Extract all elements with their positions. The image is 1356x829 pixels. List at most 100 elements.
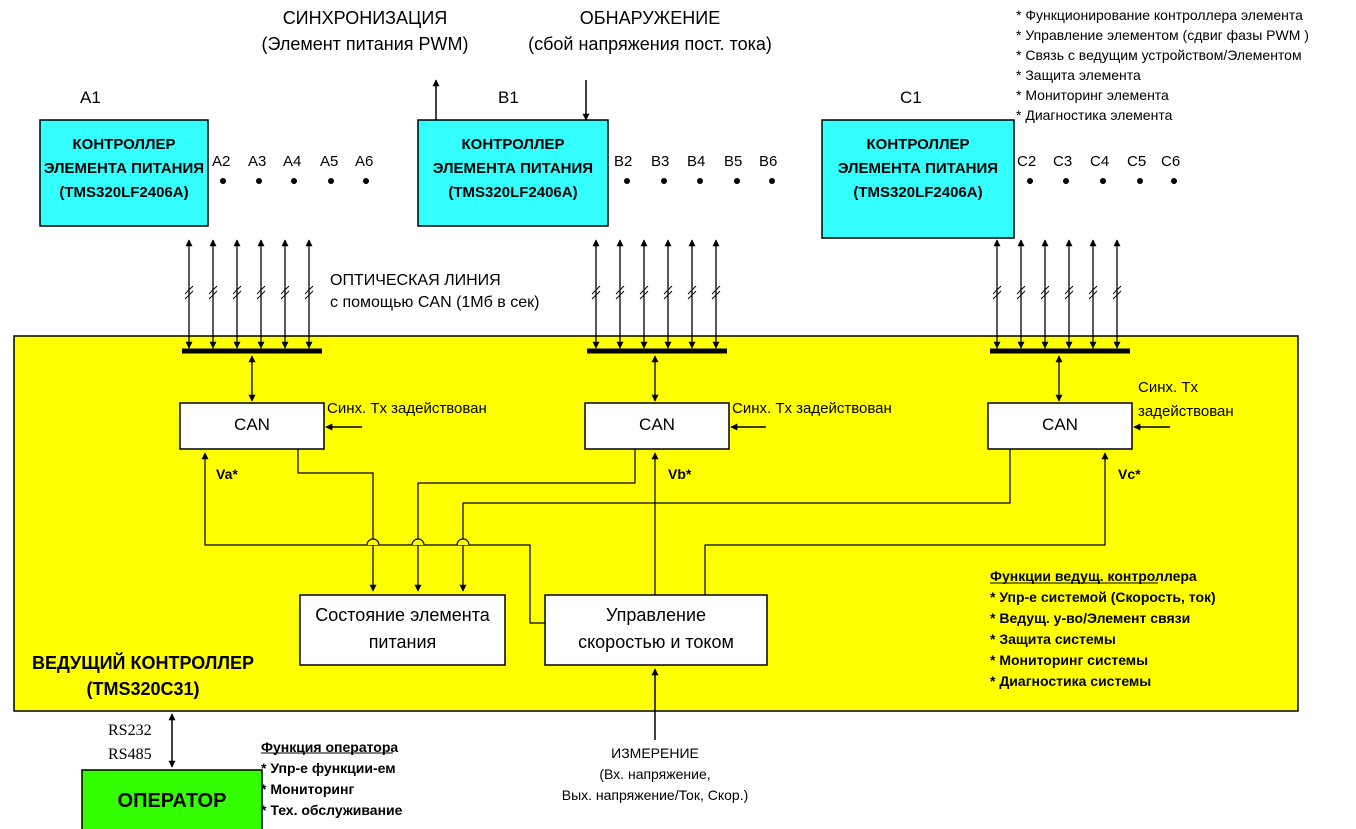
optical-link-slash xyxy=(1088,290,1098,300)
measurement-label: ИЗМЕРЕНИЕ (Вх. напряжение, Вых. напряжен… xyxy=(562,743,749,806)
operator-function-item: * Упр-е функции-ем xyxy=(261,760,396,776)
cell-label-a6: A6 xyxy=(355,153,374,170)
cell-label-c3: C3 xyxy=(1053,153,1073,170)
sync-tx-c-label: Синх. Tx задействован xyxy=(1138,376,1234,424)
cell-label-b2: B2 xyxy=(614,153,633,170)
optical-link-slash xyxy=(304,290,314,300)
controller-subtitle: ЭЛЕМЕНТА ПИТАНИЯ xyxy=(43,160,205,177)
optical-link-label: ОПТИЧЕСКАЯ ЛИНИЯ с помощью CAN (1Мб в се… xyxy=(330,270,539,314)
sync-title: СИНХРОНИЗАЦИЯ xyxy=(282,8,448,28)
optical-link-slash xyxy=(615,290,625,300)
optical-link-slash xyxy=(280,290,290,300)
controller-subtitle: ЭЛЕМЕНТА ПИТАНИЯ xyxy=(837,160,999,177)
optical-link-slash xyxy=(1040,285,1050,295)
master-controller-title: ВЕДУЩИЙ КОНТРОЛЛЕР (TMS320C31) xyxy=(32,650,254,702)
can-a-label: CAN xyxy=(234,415,270,434)
state-box-line: Состояние элемента xyxy=(315,605,490,625)
master-title-line: ВЕДУЩИЙ КОНТРОЛЛЕР xyxy=(32,653,255,673)
cell-label-c2: C2 xyxy=(1017,153,1037,170)
optical-link-slash xyxy=(1064,285,1074,295)
cell-label-a5: A5 xyxy=(320,153,339,170)
serial-rs232: RS232 xyxy=(108,722,152,739)
optical-link-slash xyxy=(711,285,721,295)
operator-box xyxy=(81,769,263,829)
control-box-line: скоростью и током xyxy=(578,632,734,652)
master-function-item: * Мониторинг системы xyxy=(990,652,1149,668)
cell-controller-a-label: КОНТРОЛЛЕР ЭЛЕМЕНТА ПИТАНИЯ (TMS320LF240… xyxy=(40,133,208,205)
optical-link-slash xyxy=(663,285,673,295)
controller-title: КОНТРОЛЛЕР xyxy=(866,136,970,153)
can-a-box xyxy=(179,402,325,450)
controller-title: КОНТРОЛЛЕР xyxy=(72,136,176,153)
detect-label: ОБНАРУЖЕНИЕ (сбой напряжения пост. тока) xyxy=(528,8,772,55)
cell-label-b5: B5 xyxy=(724,153,743,170)
optical-link-slash xyxy=(992,285,1002,295)
optical-link-slash xyxy=(1112,290,1122,300)
optical-link-slash xyxy=(256,285,266,295)
optical-link-slash xyxy=(304,285,314,295)
optical-link-slash xyxy=(208,290,218,300)
optical-link-slash xyxy=(639,285,649,295)
optical-link-slash xyxy=(1064,290,1074,300)
optical-link-slash xyxy=(184,290,194,300)
master-title-model: (TMS320C31) xyxy=(86,679,200,699)
cell-label-a3: A3 xyxy=(248,153,267,170)
optical-link-slash xyxy=(615,285,625,295)
can-b-label: CAN xyxy=(639,415,675,434)
optical-link-slash xyxy=(591,285,601,295)
cell-label-c6: C6 xyxy=(1161,153,1181,170)
optical-link-slash xyxy=(992,290,1002,300)
optical-link-slash xyxy=(232,285,242,295)
optical-link-slash xyxy=(711,290,721,300)
sync-tx-c-line: Синх. Tx xyxy=(1138,379,1198,396)
operator-function-item: * Тех. обслуживание xyxy=(261,802,403,818)
measurement-title: ИЗМЕРЕНИЕ xyxy=(611,745,699,761)
ref-vc-label: Vc* xyxy=(1118,466,1141,482)
optical-link-slash xyxy=(232,290,242,300)
wire-crossovers xyxy=(366,538,470,546)
cell-label-c5: C5 xyxy=(1127,153,1147,170)
optical-link-slash xyxy=(1040,290,1050,300)
sync-tx-a-label: Синх. Tx задействован xyxy=(327,400,487,417)
cell-functions-list: * Функционирование контроллера элемента … xyxy=(1016,5,1309,125)
cell-label-a2: A2 xyxy=(212,153,231,170)
controller-model: (TMS320LF2406A) xyxy=(448,184,578,201)
cell-controller-c-box xyxy=(821,119,1015,239)
cell-function-item: * Мониторинг элемента xyxy=(1016,87,1169,103)
cell-label-c4: C4 xyxy=(1090,153,1110,170)
optical-link-slash xyxy=(1016,285,1026,295)
ref-va-label: Va* xyxy=(216,466,238,482)
cell-controller-c-label: КОНТРОЛЛЕР ЭЛЕМЕНТА ПИТАНИЯ (TMS320LF240… xyxy=(822,133,1014,205)
optical-link-slash xyxy=(1112,285,1122,295)
cell-label-b4: B4 xyxy=(687,153,706,170)
cell-function-item: * Функционирование контроллера элемента xyxy=(1016,7,1303,23)
optical-link-slash xyxy=(280,285,290,295)
phase-b-tag: B1 xyxy=(498,88,519,107)
master-functions-title: Функции ведущ. контроллера xyxy=(990,568,1197,584)
cell-label-a4: A4 xyxy=(283,153,302,170)
detect-subtitle: (сбой напряжения пост. тока) xyxy=(528,33,772,54)
can-c-label: CAN xyxy=(1042,415,1078,434)
sync-tx-c-line: задействован xyxy=(1138,403,1234,420)
optical-link-slash xyxy=(639,290,649,300)
cell-label-b6: B6 xyxy=(759,153,778,170)
cell-controller-b-box xyxy=(417,119,609,227)
master-function-item: * Упр-е системой (Скорость, ток) xyxy=(990,589,1216,605)
state-box xyxy=(299,594,506,666)
optical-link-slash xyxy=(1088,285,1098,295)
controller-model: (TMS320LF2406A) xyxy=(59,184,189,201)
state-wiring xyxy=(297,449,1011,592)
cell-controller-a-box xyxy=(39,119,209,227)
master-functions-list: Функции ведущ. контроллера * Упр-е систе… xyxy=(990,566,1216,692)
operator-functions-title: Функция оператора xyxy=(261,739,399,755)
serial-labels: RS232 RS485 xyxy=(108,719,152,767)
controller-model: (TMS320LF2406A) xyxy=(853,184,983,201)
optical-links xyxy=(182,239,1130,402)
detect-title: ОБНАРУЖЕНИЕ xyxy=(579,8,721,28)
phase-a-tag: A1 xyxy=(80,88,101,107)
sync-subtitle: (Элемент питания PWM) xyxy=(261,33,469,54)
controller-subtitle: ЭЛЕМЕНТА ПИТАНИЯ xyxy=(432,160,594,177)
ref-vb-label: Vb* xyxy=(668,466,692,482)
